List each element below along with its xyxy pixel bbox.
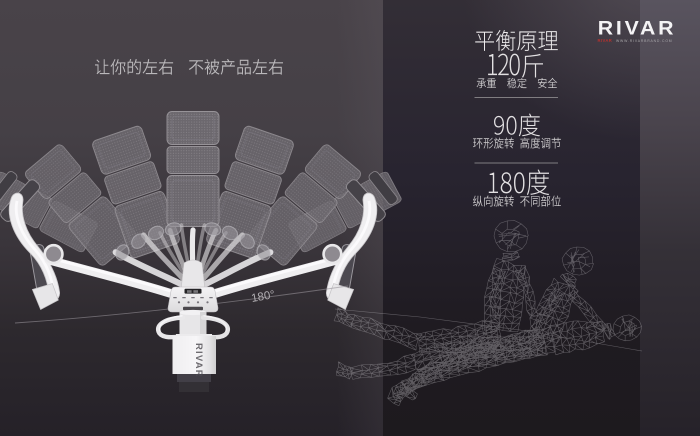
svg-text:RIVAR: RIVAR	[598, 18, 677, 39]
svg-text:WWW.RIVARBRAND.COM: WWW.RIVARBRAND.COM	[616, 39, 673, 43]
svg-text:RIVAR: RIVAR	[598, 38, 613, 43]
svg-text:RIVAR: RIVAR	[193, 343, 204, 378]
svg-text:180°: 180°	[250, 289, 276, 305]
